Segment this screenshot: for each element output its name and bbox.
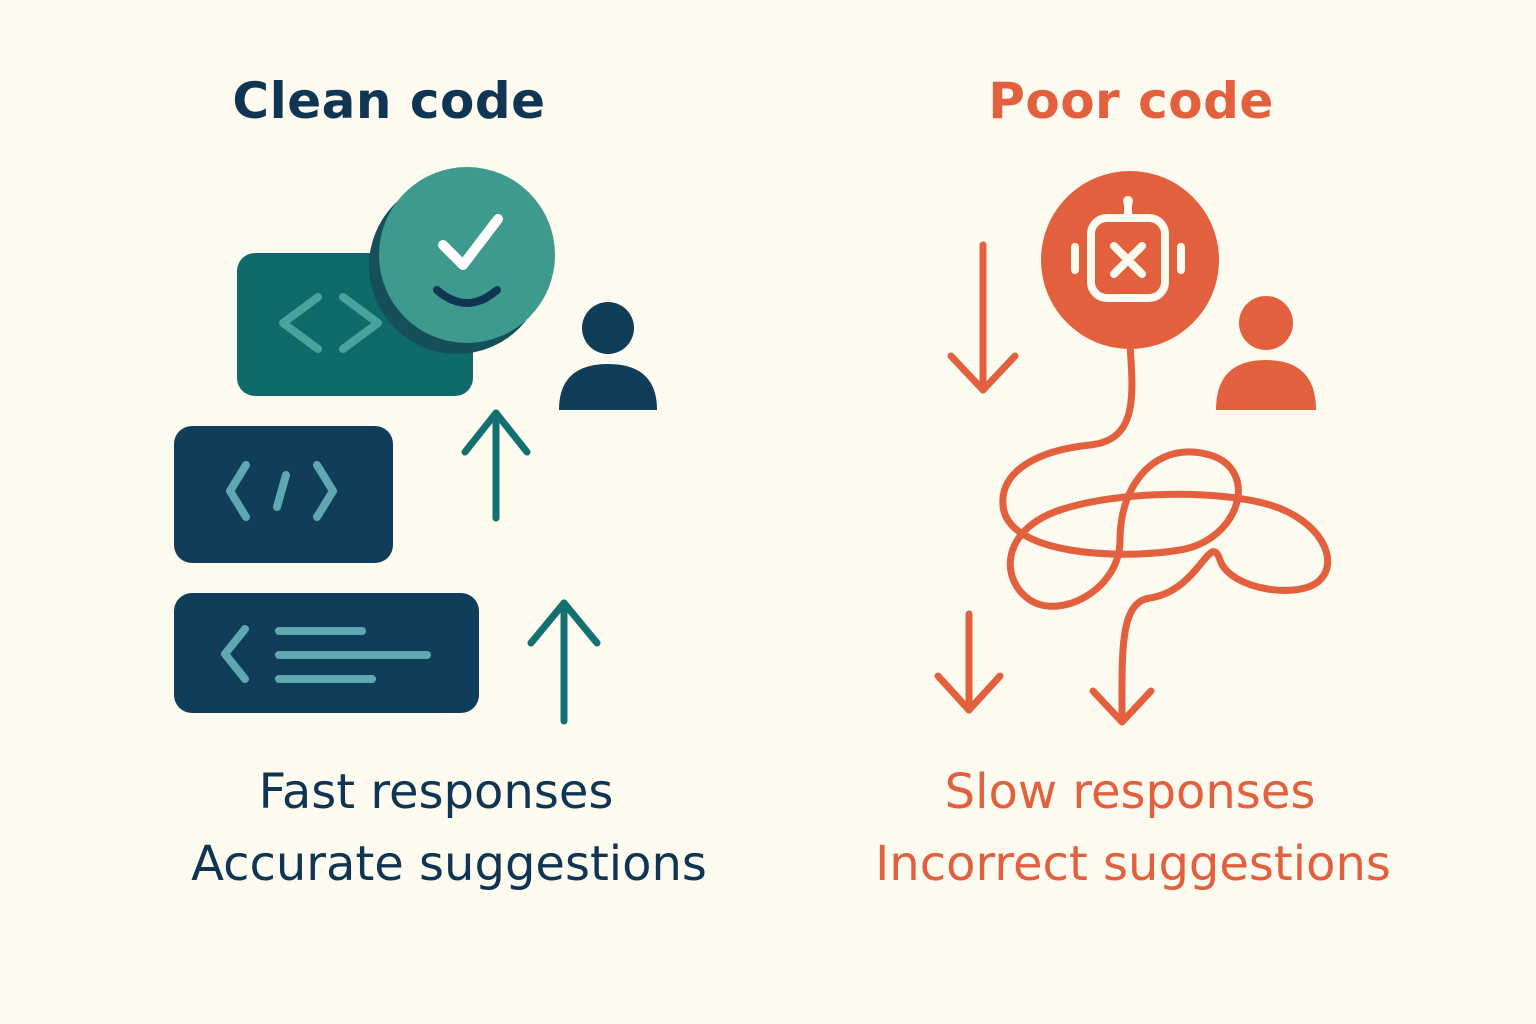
clean-caption-line2: Accurate suggestions — [191, 836, 707, 892]
code-slash-icon — [226, 461, 337, 521]
clean-code-title: Clean code — [232, 72, 546, 130]
arrow-up-icon — [527, 599, 601, 725]
clean-caption-line1: Fast responses — [258, 764, 614, 820]
tangled-line-icon — [999, 341, 1332, 719]
arrow-up-icon — [461, 409, 531, 522]
check-smile-icon — [369, 167, 555, 354]
code-card-middle — [174, 426, 393, 563]
user-icon — [1216, 296, 1316, 410]
poor-caption-line1: Slow responses — [944, 764, 1316, 820]
code-lines-icon — [221, 625, 431, 683]
arrow-down-icon — [934, 610, 1004, 714]
arrow-down-icon — [1089, 687, 1155, 726]
poor-code-title: Poor code — [988, 72, 1274, 130]
clean-code-illustration — [174, 167, 657, 725]
arrow-down-icon — [947, 241, 1019, 394]
code-card-bottom — [174, 593, 479, 713]
poor-code-illustration — [934, 171, 1332, 726]
code-brackets-icon — [279, 293, 382, 353]
robot-error-icon — [1041, 171, 1219, 349]
poor-caption-line2: Incorrect suggestions — [875, 836, 1391, 892]
user-icon — [559, 302, 657, 410]
